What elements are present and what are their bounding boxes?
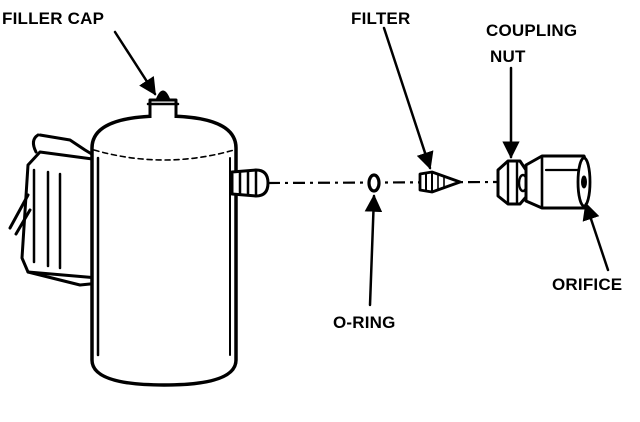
o-ring-leader: [364, 194, 383, 307]
label-filter: FILTER: [351, 9, 410, 28]
orifice-part: [524, 154, 592, 210]
label-coupling: COUPLING: [486, 21, 577, 40]
canister-body: [90, 114, 238, 387]
canister: [8, 90, 270, 387]
outlet-fitting: [230, 168, 270, 198]
filler-cap: [146, 90, 180, 118]
label-orifice: ORIFICE: [552, 275, 622, 294]
centerline: [267, 180, 499, 185]
label-nut: NUT: [490, 47, 526, 66]
coupling-nut-part: [496, 159, 529, 206]
filter-leader: [382, 26, 434, 170]
mounting-bracket: [8, 133, 102, 287]
label-filler-cap: FILLER CAP: [2, 9, 104, 28]
label-o-ring: O-RING: [333, 313, 396, 332]
orifice-leader: [582, 202, 610, 272]
filter-part: [418, 170, 462, 194]
filler-cap-leader: [113, 30, 157, 96]
o-ring-part: [367, 173, 381, 193]
